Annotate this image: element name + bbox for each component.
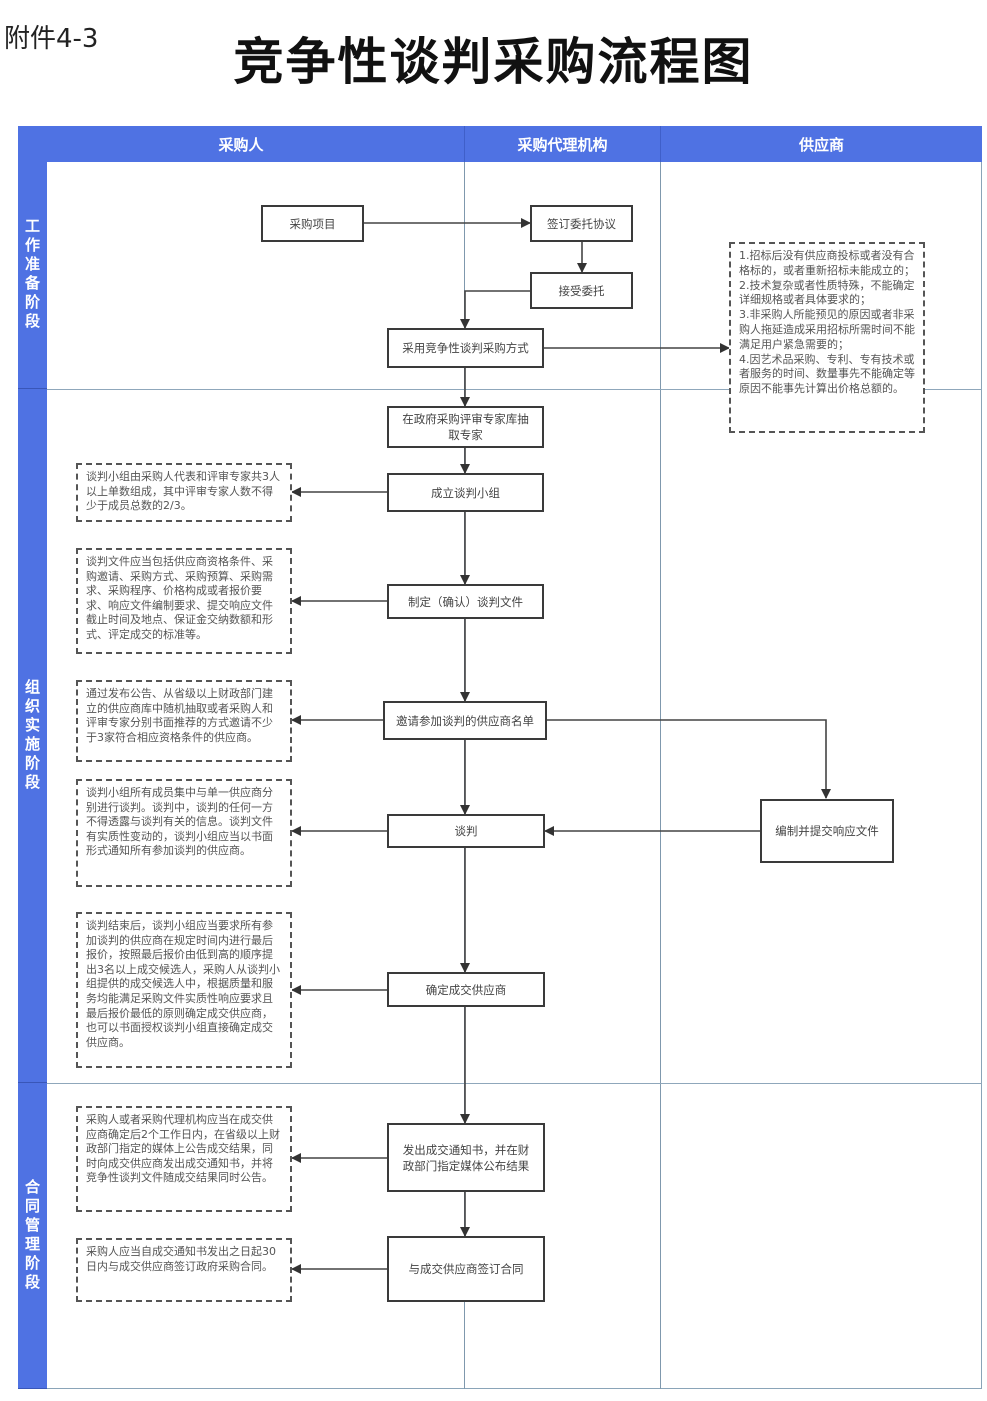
step-label: 与成交供应商签订合同 bbox=[408, 1262, 524, 1276]
step-label: 制定（确认）谈判文件 bbox=[408, 594, 523, 609]
step-draw-experts: 在政府采购评审专家库抽取专家 bbox=[387, 406, 544, 448]
step-sign-contract: 与成交供应商签订合同 bbox=[387, 1236, 545, 1302]
lane-divider bbox=[660, 162, 661, 1389]
phase-divider bbox=[47, 1083, 982, 1084]
step-issue-notice: 发出成交通知书，并在财政部门指定媒体公布结果 bbox=[387, 1123, 545, 1192]
step-label: 邀请参加谈判的供应商名单 bbox=[396, 713, 534, 728]
step-adopt-method: 采用竞争性谈判采购方式 bbox=[387, 328, 544, 368]
phase-label: 合同管理阶段 bbox=[23, 1178, 41, 1293]
step-negotiate: 谈判 bbox=[387, 814, 545, 848]
lane-header-supplier: 供应商 bbox=[660, 126, 982, 162]
lane-header-label: 供应商 bbox=[798, 135, 844, 154]
note-announcement: 采购人或者采购代理机构应当在成交供应商确定后2个工作日内，在省级以上财政部门指定… bbox=[76, 1106, 292, 1212]
phase-label: 组织实施阶段 bbox=[23, 678, 41, 793]
lane-header-purchaser: 采购人 bbox=[18, 126, 464, 162]
step-label: 发出成交通知书，并在财政部门指定媒体公布结果 bbox=[402, 1142, 530, 1173]
note-final-quotation: 谈判结束后，谈判小组应当要求所有参加谈判的供应商在规定时间内进行最后报价，按照最… bbox=[76, 912, 292, 1068]
step-form-group: 成立谈判小组 bbox=[387, 473, 544, 512]
phase-implementation: 组织实施阶段 bbox=[18, 389, 47, 1083]
lane-header-label: 采购人 bbox=[218, 135, 264, 154]
step-procurement-project: 采购项目 bbox=[261, 205, 364, 242]
attachment-label: 附件4-3 bbox=[4, 24, 99, 54]
note-contract-deadline: 采购人应当自成交通知书发出之日起30日内与成交供应商签订政府采购合同。 bbox=[76, 1238, 292, 1302]
step-determine-supplier: 确定成交供应商 bbox=[387, 972, 545, 1007]
note-document-contents: 谈判文件应当包括供应商资格条件、采购邀请、采购方式、采购预算、采购需求、采购程序… bbox=[76, 548, 292, 654]
step-label: 签订委托协议 bbox=[547, 216, 616, 231]
lane-header-agency: 采购代理机构 bbox=[464, 126, 660, 162]
note-negotiation-rules: 谈判小组所有成员集中与单一供应商分别进行谈判。谈判中，谈判的任何一方不得透露与谈… bbox=[76, 779, 292, 887]
step-supplier-response: 编制并提交响应文件 bbox=[760, 799, 894, 863]
phase-contract: 合同管理阶段 bbox=[18, 1083, 47, 1389]
step-label: 接受委托 bbox=[558, 283, 605, 298]
step-label: 在政府采购评审专家库抽取专家 bbox=[402, 412, 529, 442]
step-label: 谈判 bbox=[454, 824, 478, 838]
connector-invite-to-response bbox=[547, 719, 831, 799]
page-title: 竞争性谈判采购流程图 bbox=[233, 33, 754, 91]
phase-preparation: 工作准备阶段 bbox=[18, 162, 47, 389]
connector-accept-to-method bbox=[460, 290, 530, 329]
phase-label: 工作准备阶段 bbox=[23, 218, 41, 332]
note-supplier-selection: 通过发布公告、从省级以上财政部门建立的供应商库中随机抽取或者采购人和评审专家分别… bbox=[76, 680, 292, 762]
step-invite-suppliers: 邀请参加谈判的供应商名单 bbox=[383, 701, 547, 740]
step-label: 采用竞争性谈判采购方式 bbox=[402, 341, 529, 355]
step-label: 确定成交供应商 bbox=[425, 982, 507, 997]
lane-header-label: 采购代理机构 bbox=[517, 135, 608, 154]
phase-divider bbox=[47, 389, 982, 390]
step-label: 编制并提交响应文件 bbox=[775, 824, 879, 838]
step-sign-agreement: 签订委托协议 bbox=[530, 205, 633, 242]
note-group-composition: 谈判小组由采购人代表和评审专家共3人以上单数组成，其中评审专家人数不得少于成员总… bbox=[76, 463, 292, 522]
step-label: 采购项目 bbox=[289, 216, 336, 231]
step-accept-entrustment: 接受委托 bbox=[530, 272, 633, 309]
step-prepare-documents: 制定（确认）谈判文件 bbox=[387, 584, 544, 619]
step-label: 成立谈判小组 bbox=[431, 485, 500, 500]
note-applicable-conditions: 1.招标后没有供应商投标或者没有合格标的，或者重新招标未能成立的； 2.技术复杂… bbox=[729, 242, 925, 433]
